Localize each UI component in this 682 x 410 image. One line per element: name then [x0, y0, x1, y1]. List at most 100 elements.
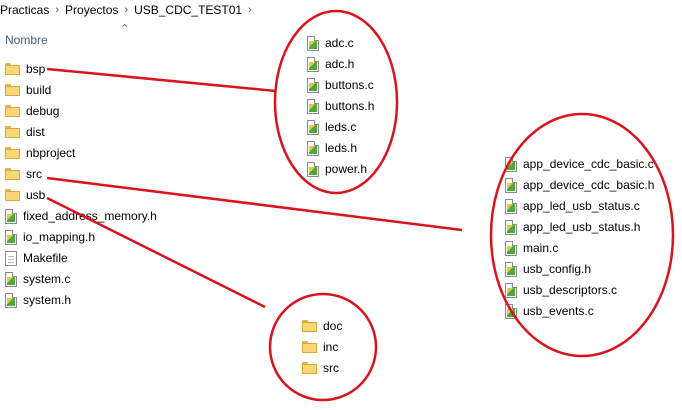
list-item-io-mapping-h[interactable]: io_mapping.h [5, 227, 95, 247]
folder-icon [5, 189, 20, 201]
item-label: main.c [523, 241, 559, 255]
code-file-icon [307, 98, 319, 114]
item-label: power.h [325, 162, 368, 176]
item-label: src [26, 167, 42, 181]
list-item-src[interactable]: src [5, 164, 42, 184]
file-icon [5, 250, 17, 266]
bsp-file-adc-h[interactable]: adc.h [307, 54, 354, 74]
code-file-icon [307, 35, 319, 51]
list-item-fixed-address-memory-h[interactable]: fixed_address_memory.h [5, 206, 157, 226]
bsp-file-adc-c[interactable]: adc.c [307, 33, 354, 53]
item-label: usb_config.h [523, 262, 592, 276]
bsp-file-buttons-h[interactable]: buttons.h [307, 96, 374, 116]
src-file-app-led-usb-status-h[interactable]: app_led_usb_status.h [505, 217, 640, 237]
src-file-main-c[interactable]: main.c [505, 238, 558, 258]
src-file-app-device-cdc-basic-h[interactable]: app_device_cdc_basic.h [505, 175, 654, 195]
item-label: dist [26, 125, 45, 139]
breadcrumb-item-proyectos[interactable]: Proyectos [65, 3, 119, 17]
item-label: nbproject [26, 146, 76, 160]
code-file-icon [505, 219, 517, 235]
item-label: adc.c [325, 36, 354, 50]
folder-icon [5, 105, 20, 117]
src-file-usb-events-c[interactable]: usb_events.c [505, 301, 594, 321]
bsp-file-power-h[interactable]: power.h [307, 159, 367, 179]
item-label: leds.h [325, 141, 358, 155]
item-label: buttons.h [325, 99, 375, 113]
code-file-icon [505, 198, 517, 214]
item-label: usb [26, 188, 46, 202]
list-item-build[interactable]: build [5, 80, 51, 100]
item-label: usb_events.c [523, 304, 594, 318]
item-label: system.c [23, 272, 71, 286]
folder-icon [5, 126, 20, 138]
item-label: bsp [26, 62, 46, 76]
bsp-annotation-line [46, 67, 277, 93]
item-label: buttons.c [325, 78, 374, 92]
list-item-makefile[interactable]: Makefile [5, 248, 68, 268]
chevron-right-icon: › [124, 4, 129, 16]
code-file-icon [307, 77, 319, 93]
code-file-icon [505, 282, 517, 298]
code-file-icon [5, 208, 17, 224]
usb-folder-inc[interactable]: inc [302, 337, 338, 357]
code-file-icon [505, 177, 517, 193]
item-label: system.h [23, 293, 72, 307]
list-item-system-c[interactable]: system.c [5, 269, 70, 289]
item-label: doc [323, 319, 343, 333]
list-item-system-h[interactable]: system.h [5, 290, 71, 310]
item-label: leds.c [325, 120, 357, 134]
code-file-icon [307, 56, 319, 72]
item-label: Makefile [23, 251, 68, 265]
code-file-icon [5, 271, 17, 287]
item-label: app_device_cdc_basic.c [523, 157, 654, 171]
chevron-right-icon: › [248, 4, 252, 16]
code-file-icon [307, 161, 319, 177]
bsp-file-leds-c[interactable]: leds.c [307, 117, 356, 137]
list-item-nbproject[interactable]: nbproject [5, 143, 75, 163]
sort-up-icon: ⌃ [120, 23, 130, 35]
item-label: app_led_usb_status.h [523, 220, 641, 234]
folder-icon [302, 362, 317, 374]
code-file-icon [505, 261, 517, 277]
src-file-usb-config-h[interactable]: usb_config.h [505, 259, 591, 279]
bsp-file-leds-h[interactable]: leds.h [307, 138, 357, 158]
item-label: app_led_usb_status.c [523, 199, 640, 213]
breadcrumb-item-practicas[interactable]: Practicas [0, 3, 50, 17]
list-item-usb[interactable]: usb [5, 185, 45, 205]
list-item-bsp[interactable]: bsp [5, 59, 45, 79]
item-label: fixed_address_memory.h [23, 209, 157, 223]
bsp-file-buttons-c[interactable]: buttons.c [307, 75, 374, 95]
item-label: src [323, 361, 339, 375]
code-file-icon [307, 119, 319, 135]
folder-icon [5, 168, 20, 180]
code-file-icon [505, 156, 517, 172]
breadcrumb-item-usb-cdc-test01[interactable]: USB_CDC_TEST01 [134, 3, 243, 17]
item-label: inc [323, 340, 339, 354]
folder-icon [302, 320, 317, 332]
folder-icon [5, 147, 20, 159]
folder-icon [5, 84, 20, 96]
src-file-usb-descriptors-c[interactable]: usb_descriptors.c [505, 280, 617, 300]
code-file-icon [5, 292, 17, 308]
item-label: app_device_cdc_basic.h [523, 178, 655, 192]
column-header-nombre[interactable]: Nombre [5, 33, 48, 47]
code-file-icon [307, 140, 319, 156]
code-file-icon [505, 303, 517, 319]
item-label: usb_descriptors.c [523, 283, 618, 297]
breadcrumb: Practicas › Proyectos › USB_CDC_TEST01 › [0, 0, 258, 20]
usb-folder-src[interactable]: src [302, 358, 339, 378]
list-item-debug[interactable]: debug [5, 101, 59, 121]
folder-icon [5, 63, 20, 75]
src-file-app-device-cdc-basic-c[interactable]: app_device_cdc_basic.c [505, 154, 654, 174]
item-label: build [26, 83, 52, 97]
code-file-icon [505, 240, 517, 256]
item-label: adc.h [325, 57, 355, 71]
src-file-app-led-usb-status-c[interactable]: app_led_usb_status.c [505, 196, 640, 216]
code-file-icon [5, 229, 17, 245]
item-label: io_mapping.h [23, 230, 96, 244]
list-item-dist[interactable]: dist [5, 122, 45, 142]
folder-icon [302, 341, 317, 353]
usb-folder-doc[interactable]: doc [302, 316, 342, 336]
item-label: debug [26, 104, 60, 118]
chevron-right-icon: › [55, 4, 60, 16]
